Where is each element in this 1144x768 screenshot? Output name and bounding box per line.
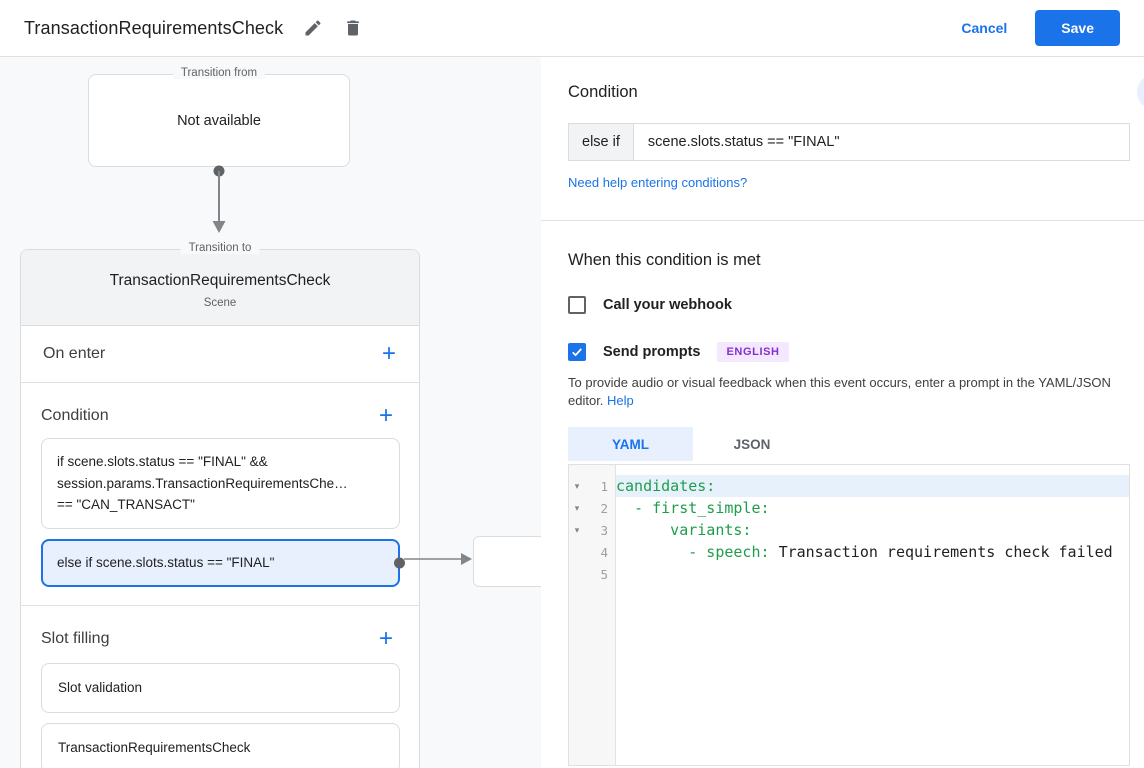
line-number: 3 [600,522,608,538]
line-number: 2 [600,500,608,516]
transition-target-box[interactable] [473,536,541,587]
down-arrow-connector [212,165,226,233]
condition-editor-section: Condition else if Need help entering con… [541,57,1144,221]
add-on-enter-button[interactable]: + [375,340,403,368]
condition-help-link[interactable]: Need help entering conditions? [568,175,748,190]
language-badge: ENGLISH [717,342,789,362]
line-number: 4 [600,544,608,560]
editor-tabs: YAML JSON [568,427,1144,461]
gutter-row: 3 [569,519,615,541]
transition-from-box[interactable]: Transition from Not available [88,67,350,167]
code-line: - first_simple: [616,499,770,517]
condition-section-label: Condition [41,407,109,424]
transition-from-legend: Transition from [172,67,266,79]
cancel-button[interactable]: Cancel [947,12,1021,44]
webhook-row: Call your webhook [568,296,1144,314]
send-prompts-label: Send prompts [603,344,701,360]
slot-filling-label: Slot filling [41,629,110,647]
save-button[interactable]: Save [1035,10,1120,46]
code-line: variants: [616,521,752,539]
tab-json[interactable]: JSON [693,427,811,461]
fold-icon[interactable] [569,503,585,514]
call-webhook-label: Call your webhook [603,297,732,313]
edit-scene-button[interactable] [297,12,329,44]
prompt-description: To provide audio or visual feedback when… [568,375,1111,408]
help-link[interactable]: Help [607,392,634,408]
condition-expression-row: else if [568,123,1130,161]
code-line [616,563,1129,585]
properties-panel: Condition else if Need help entering con… [541,57,1144,768]
send-prompts-checkbox[interactable] [568,343,586,361]
add-condition-button[interactable]: + [372,402,400,430]
add-slot-button[interactable]: + [372,625,400,653]
code-line: candidates: [616,475,1129,497]
scene-title: TransactionRequirementsCheck [109,272,331,289]
when-met-heading: When this condition is met [568,251,761,269]
transition-from-content: Not available [177,112,261,129]
page-title: TransactionRequirementsCheck [24,17,284,38]
condition-expression-input[interactable] [633,124,1129,160]
delete-scene-button[interactable] [337,12,369,44]
connector-dot [394,557,405,568]
fold-icon[interactable] [569,481,585,492]
call-webhook-checkbox[interactable] [568,296,586,314]
editor-gutter: 1 2 3 4 5 [569,465,616,765]
when-condition-met-section: When this condition is met Call your web… [541,221,1144,766]
condition-prefix: else if [569,124,634,160]
slot-filling-section: Slot filling + Slot validation Transacti… [21,606,419,768]
gutter-row: 2 [569,497,615,519]
pencil-icon [303,18,323,38]
on-enter-label: On enter [43,345,106,362]
scene-card-header[interactable]: TransactionRequirementsCheck Scene [21,250,419,326]
gutter-row: 1 [569,475,615,497]
fold-icon[interactable] [569,525,585,536]
flow-canvas: Transition from Not available Transition… [0,57,541,768]
transition-to-legend: Transition to [180,242,260,254]
panel-title: Condition [568,83,638,101]
gutter-row: 4 [569,541,615,563]
code-line: - speech: Transaction requirements check… [616,543,1113,561]
slot-item[interactable]: TransactionRequirementsCheck [41,722,400,768]
line-number: 5 [600,566,608,582]
line-number: 1 [600,478,608,494]
condition-item-selected[interactable]: else if scene.slots.status == "FINAL" [41,538,405,587]
editor-code-area[interactable]: candidates: - first_simple: variants: - … [616,465,1129,765]
condition-section: Condition + if scene.slots.status == "FI… [21,383,419,606]
yaml-code-editor[interactable]: 1 2 3 4 5 [568,464,1130,766]
check-icon [570,345,584,359]
on-enter-row: On enter + [21,326,419,383]
tab-yaml[interactable]: YAML [568,427,693,461]
transition-to-card: Transition to TransactionRequirementsChe… [20,242,420,768]
collapse-panel-button[interactable] [1137,74,1144,110]
top-bar: TransactionRequirementsCheck Cancel Save [0,0,1144,57]
trash-icon [343,18,363,38]
slot-item[interactable]: Slot validation [41,662,400,713]
scene-subtitle: Scene [203,297,237,309]
gutter-row: 5 [569,563,615,585]
condition-item[interactable]: if scene.slots.status == "FINAL" && sess… [41,438,400,529]
send-prompts-row: Send prompts ENGLISH [568,342,1144,362]
